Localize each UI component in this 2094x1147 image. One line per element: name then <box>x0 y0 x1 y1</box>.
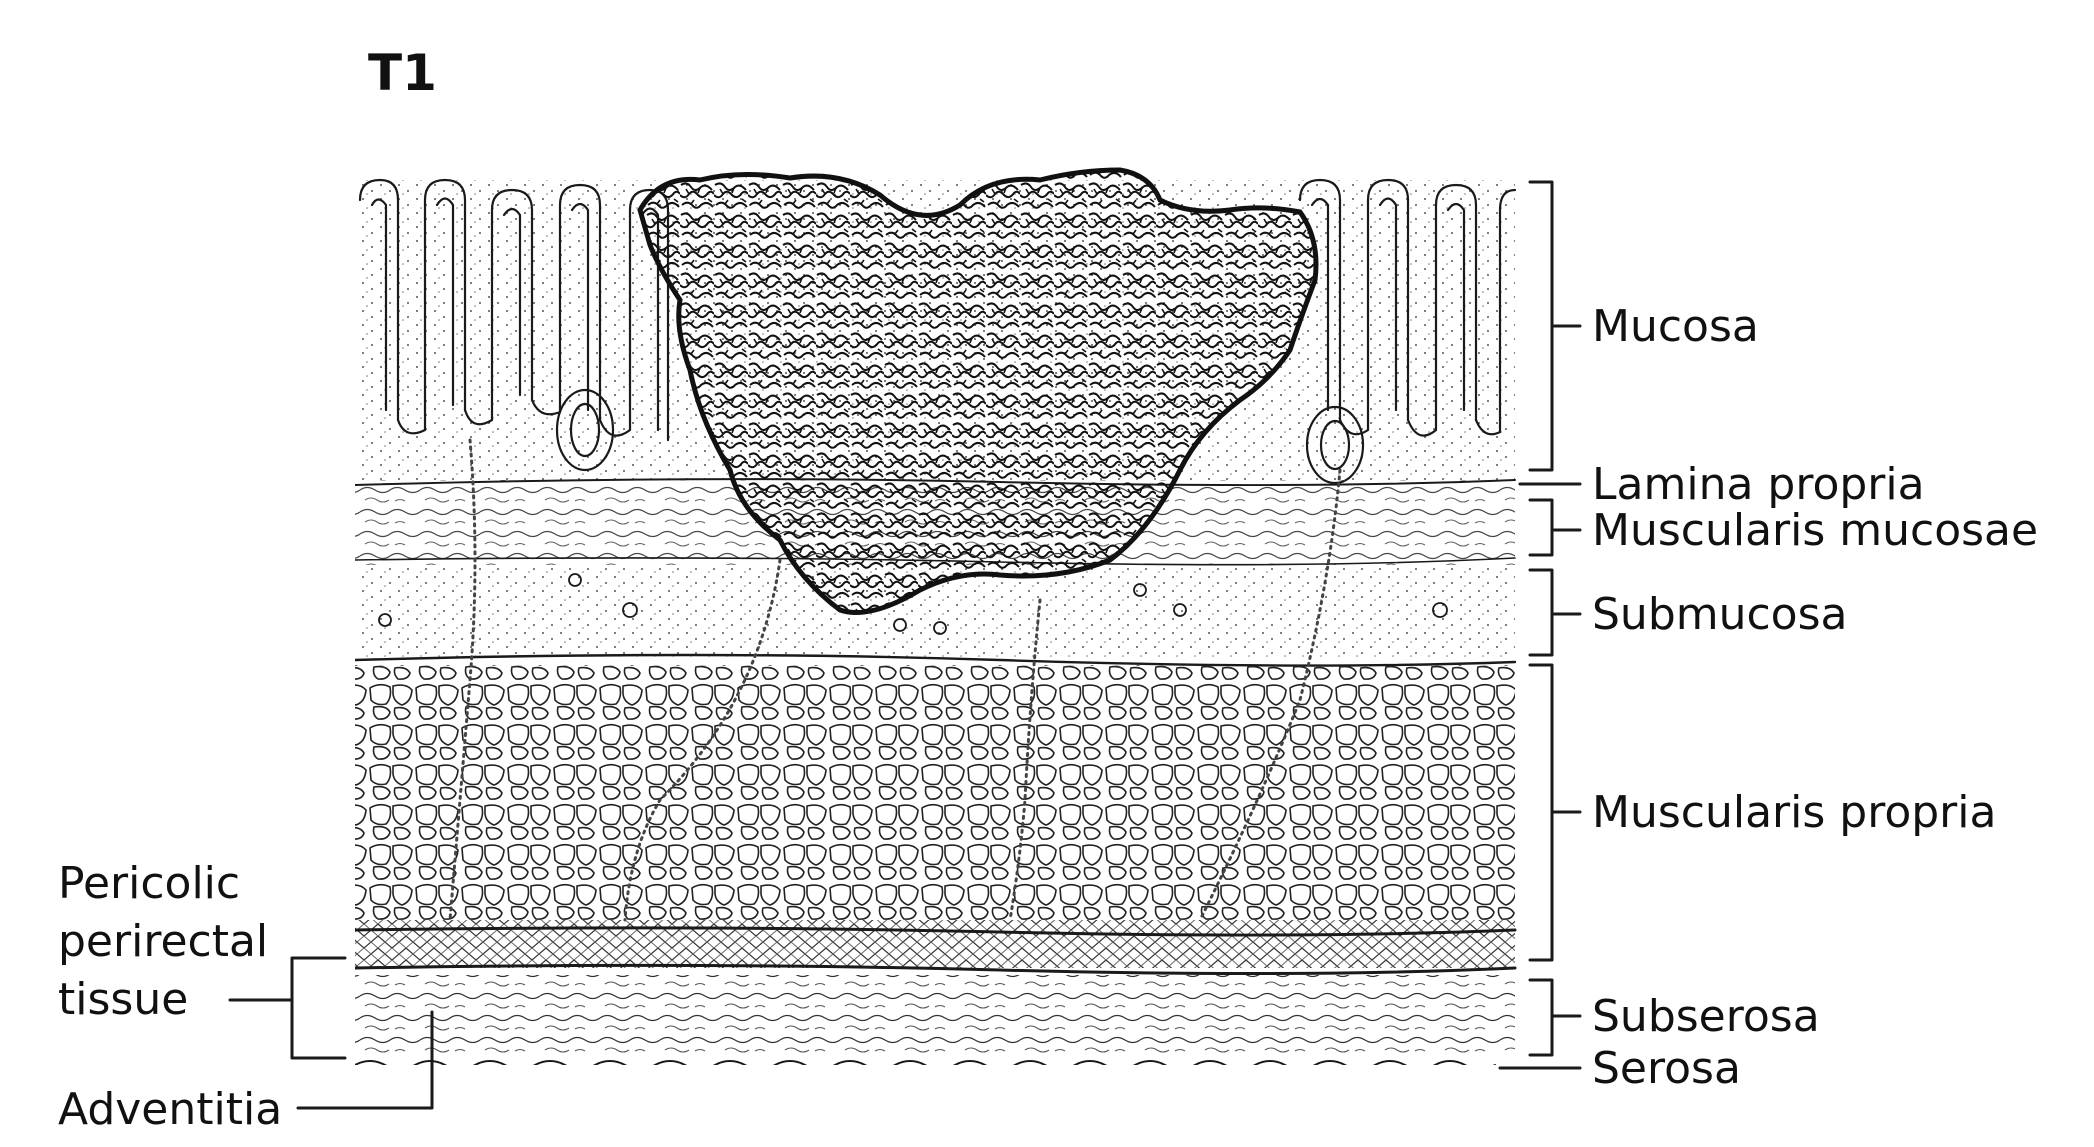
label-pericolic-line2: perirectal <box>58 916 268 967</box>
stage-title: T1 <box>368 44 437 102</box>
subserosa-layer <box>355 975 1515 1053</box>
muscularis-propria-layer <box>355 665 1515 920</box>
label-adventitia: Adventitia <box>58 1084 282 1135</box>
serosa-line <box>355 1061 1495 1069</box>
label-mucosa: Mucosa <box>1592 301 1759 352</box>
label-submucosa: Submucosa <box>1592 589 1848 640</box>
label-muscularis-mucosae: Muscularis mucosae <box>1592 505 2038 556</box>
label-subserosa: Subserosa <box>1592 991 1820 1042</box>
label-lamina-propria: Lamina propria <box>1592 459 1925 510</box>
label-muscularis-propria: Muscularis propria <box>1592 787 1996 838</box>
label-pericolic-line3: tissue <box>58 974 188 1025</box>
label-pericolic-line1: Pericolic <box>58 858 240 909</box>
label-serosa: Serosa <box>1592 1043 1741 1094</box>
pericolic-bracket <box>230 958 345 1058</box>
